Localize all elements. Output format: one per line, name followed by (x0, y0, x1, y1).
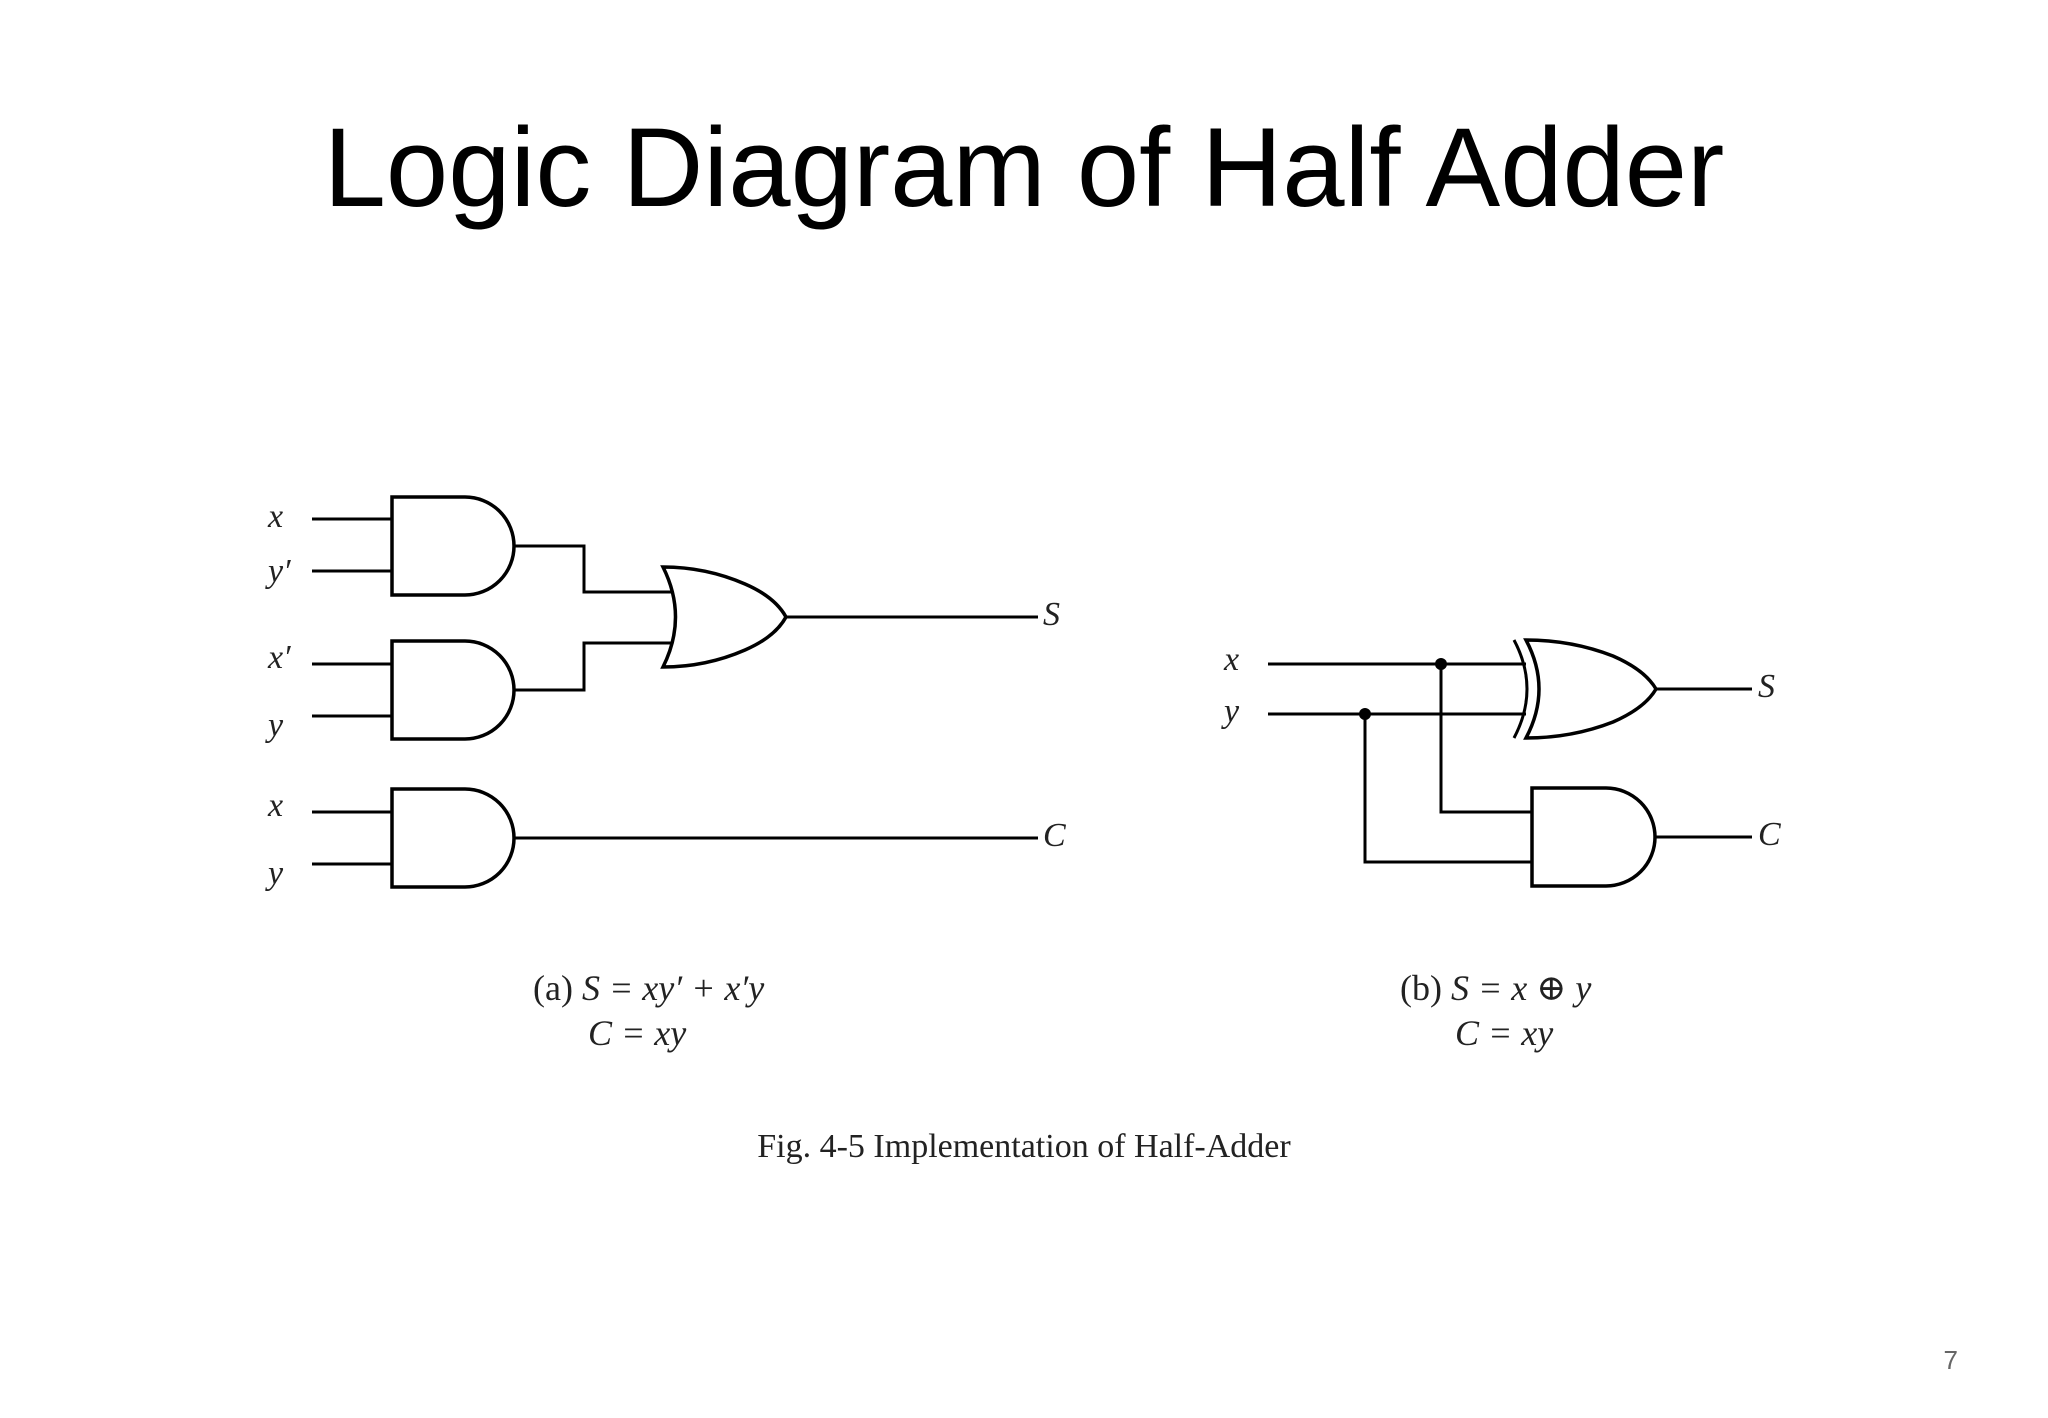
equation-a-c: C = xy (588, 1013, 686, 1053)
label-b-output-c: C (1758, 816, 1781, 853)
label-a-input-y2: y (265, 855, 284, 892)
label-b-input-y: y (1221, 693, 1240, 730)
label-a-input-x: x (267, 498, 283, 535)
and-gate-b (1530, 786, 1657, 888)
label-b-input-x: x (1223, 641, 1239, 678)
or-gate-a (660, 565, 788, 669)
and-gate-a1 (390, 495, 516, 597)
label-b-output-s: S (1758, 668, 1775, 705)
equation-a-s-expr: S = xy′ + x′y (582, 968, 764, 1008)
panel-a-circuit (312, 495, 1038, 889)
equation-b-s-expr: S = x ⊕ y (1451, 968, 1591, 1008)
slide-title: Logic Diagram of Half Adder (323, 105, 1725, 230)
equation-b-prefix: (b) (1400, 968, 1451, 1008)
label-a-output-c: C (1043, 817, 1066, 854)
wire-and1-to-or (514, 544, 673, 594)
label-a-input-yprime: y′ (265, 553, 291, 590)
page-number: 7 (1943, 1345, 1958, 1375)
label-a-output-s: S (1043, 596, 1060, 633)
figure-caption: Fig. 4-5 Implementation of Half-Adder (757, 1128, 1291, 1165)
xor-gate-b (1523, 638, 1659, 740)
wire-b-x-tap (1439, 664, 1532, 814)
and-gate-a3 (390, 787, 516, 889)
equation-b-s: (b) S = x ⊕ y (1400, 968, 1591, 1008)
equation-b-c: C = xy (1455, 1013, 1553, 1053)
equation-a-s: (a) S = xy′ + x′y (533, 968, 764, 1008)
label-a-input-x2: x (267, 787, 283, 824)
and-gate-a2 (390, 639, 516, 741)
label-a-input-xprime: x′ (267, 639, 291, 676)
equation-a-prefix: (a) (533, 968, 582, 1008)
wire-and2-to-or (514, 641, 673, 692)
panel-b-circuit (1268, 638, 1752, 888)
xor-back-curve (1512, 639, 1529, 739)
label-a-input-y: y (265, 707, 284, 744)
wire-b-y-tap (1363, 714, 1532, 864)
